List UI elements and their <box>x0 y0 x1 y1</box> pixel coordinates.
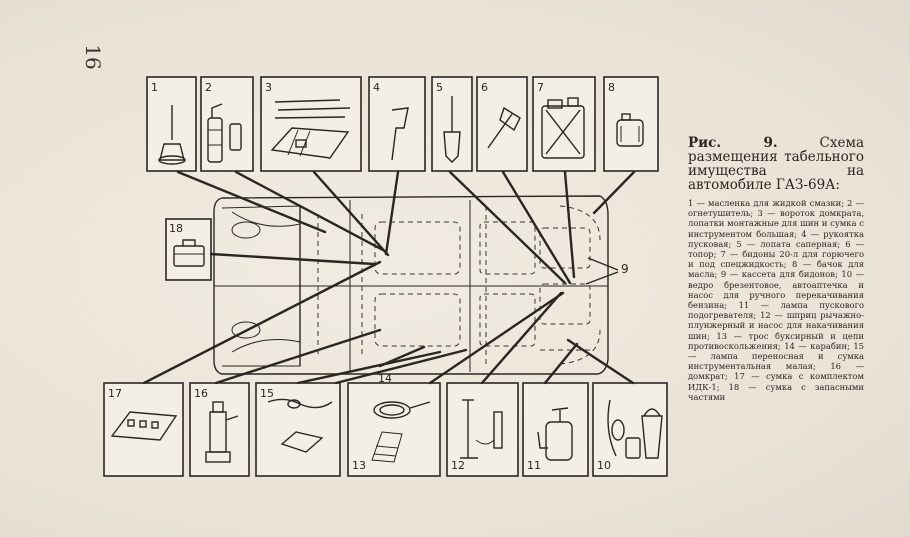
item-box-5: 5 <box>431 76 473 172</box>
item-label-2: 2 <box>205 81 212 94</box>
item-label-16: 16 <box>194 387 208 400</box>
blowtorch-icon <box>537 407 573 461</box>
item-box-12: 12 <box>446 382 519 477</box>
item-box-13: 13 <box>347 382 441 477</box>
item-box-4: 4 <box>368 76 426 172</box>
callout-14: 14 <box>378 372 392 385</box>
pump-icon <box>460 399 503 459</box>
callout-9: 9 <box>621 262 629 276</box>
spare-parts-bag-icon <box>173 239 205 267</box>
oil-can-icon <box>158 105 186 165</box>
item-box-8: 8 <box>603 76 659 172</box>
item-box-11: 11 <box>522 382 589 477</box>
axe-icon <box>487 106 521 149</box>
item-label-18: 18 <box>169 222 183 235</box>
item-label-11: 11 <box>527 459 541 472</box>
crank-handle-icon <box>391 107 409 161</box>
caption-title: Схема размещения табельного имущества на… <box>688 135 864 193</box>
item-label-12: 12 <box>451 459 465 472</box>
item-label-13: 13 <box>352 459 366 472</box>
oil-tank-icon <box>616 113 644 147</box>
item-label-10: 10 <box>597 459 611 472</box>
item-box-2: 2 <box>200 76 254 172</box>
shovel-icon <box>443 96 461 163</box>
fire-extinguisher-icon <box>207 103 242 163</box>
item-label-4: 4 <box>373 81 380 94</box>
bucket-icon <box>607 399 663 459</box>
item-box-1: 1 <box>146 76 197 172</box>
tow-rope-icon <box>371 401 431 463</box>
item-label-17: 17 <box>108 387 122 400</box>
item-box-17: 17 <box>103 382 184 477</box>
item-label-8: 8 <box>608 81 615 94</box>
item-label-5: 5 <box>436 81 443 94</box>
tool-bag-icon <box>270 99 351 159</box>
item-box-16: 16 <box>189 382 250 477</box>
item-label-1: 1 <box>151 81 158 94</box>
item-box-10: 10 <box>592 382 668 477</box>
item-label-15: 15 <box>260 387 274 400</box>
item-label-7: 7 <box>537 81 544 94</box>
jack-icon <box>205 401 239 463</box>
item-label-6: 6 <box>481 81 488 94</box>
figure-caption: Рис. 9. Схема размещения табельного имущ… <box>688 136 864 402</box>
item-box-15: 15 <box>255 382 341 477</box>
lamp-icon <box>267 398 333 453</box>
leader-lines <box>142 170 636 385</box>
caption-legend: 1 — масленка для жидкой смазки; 2 — огне… <box>688 198 864 402</box>
caption-label: Рис. 9. <box>688 135 778 151</box>
item-box-7: 7 <box>532 76 596 172</box>
item-box-6: 6 <box>476 76 528 172</box>
jerrycan-icon <box>541 97 585 159</box>
item-box-18: 18 <box>165 218 212 281</box>
vehicle-outline <box>213 195 609 375</box>
caption-title-line: Рис. 9. Схема размещения табельного имущ… <box>688 136 864 192</box>
first-aid-bag-icon <box>110 411 178 441</box>
item-label-3: 3 <box>265 81 272 94</box>
item-box-3: 3 <box>260 76 362 172</box>
